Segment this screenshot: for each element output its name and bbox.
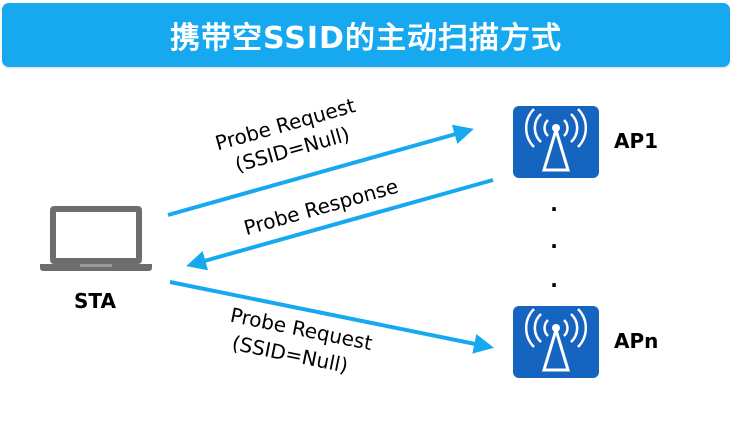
wireless-ap-icon <box>513 306 599 378</box>
ellipsis-dot: . <box>550 229 558 253</box>
page-title: 携带空SSID的主动扫描方式 <box>170 21 562 56</box>
probe-response-arrow <box>186 178 494 271</box>
probe-request-arrow <box>167 124 474 217</box>
ellipsis-dot: . <box>550 268 558 292</box>
laptop-icon <box>40 206 152 271</box>
probe-request-arrow <box>169 280 494 354</box>
title-banner: 携带空SSID的主动扫描方式 <box>2 3 730 67</box>
apn-label: APn <box>614 329 658 353</box>
sta-label: STA <box>74 289 116 313</box>
ellipsis-dot: . <box>550 192 558 216</box>
ap1-label: AP1 <box>614 129 658 153</box>
wireless-ap-icon <box>513 106 599 178</box>
